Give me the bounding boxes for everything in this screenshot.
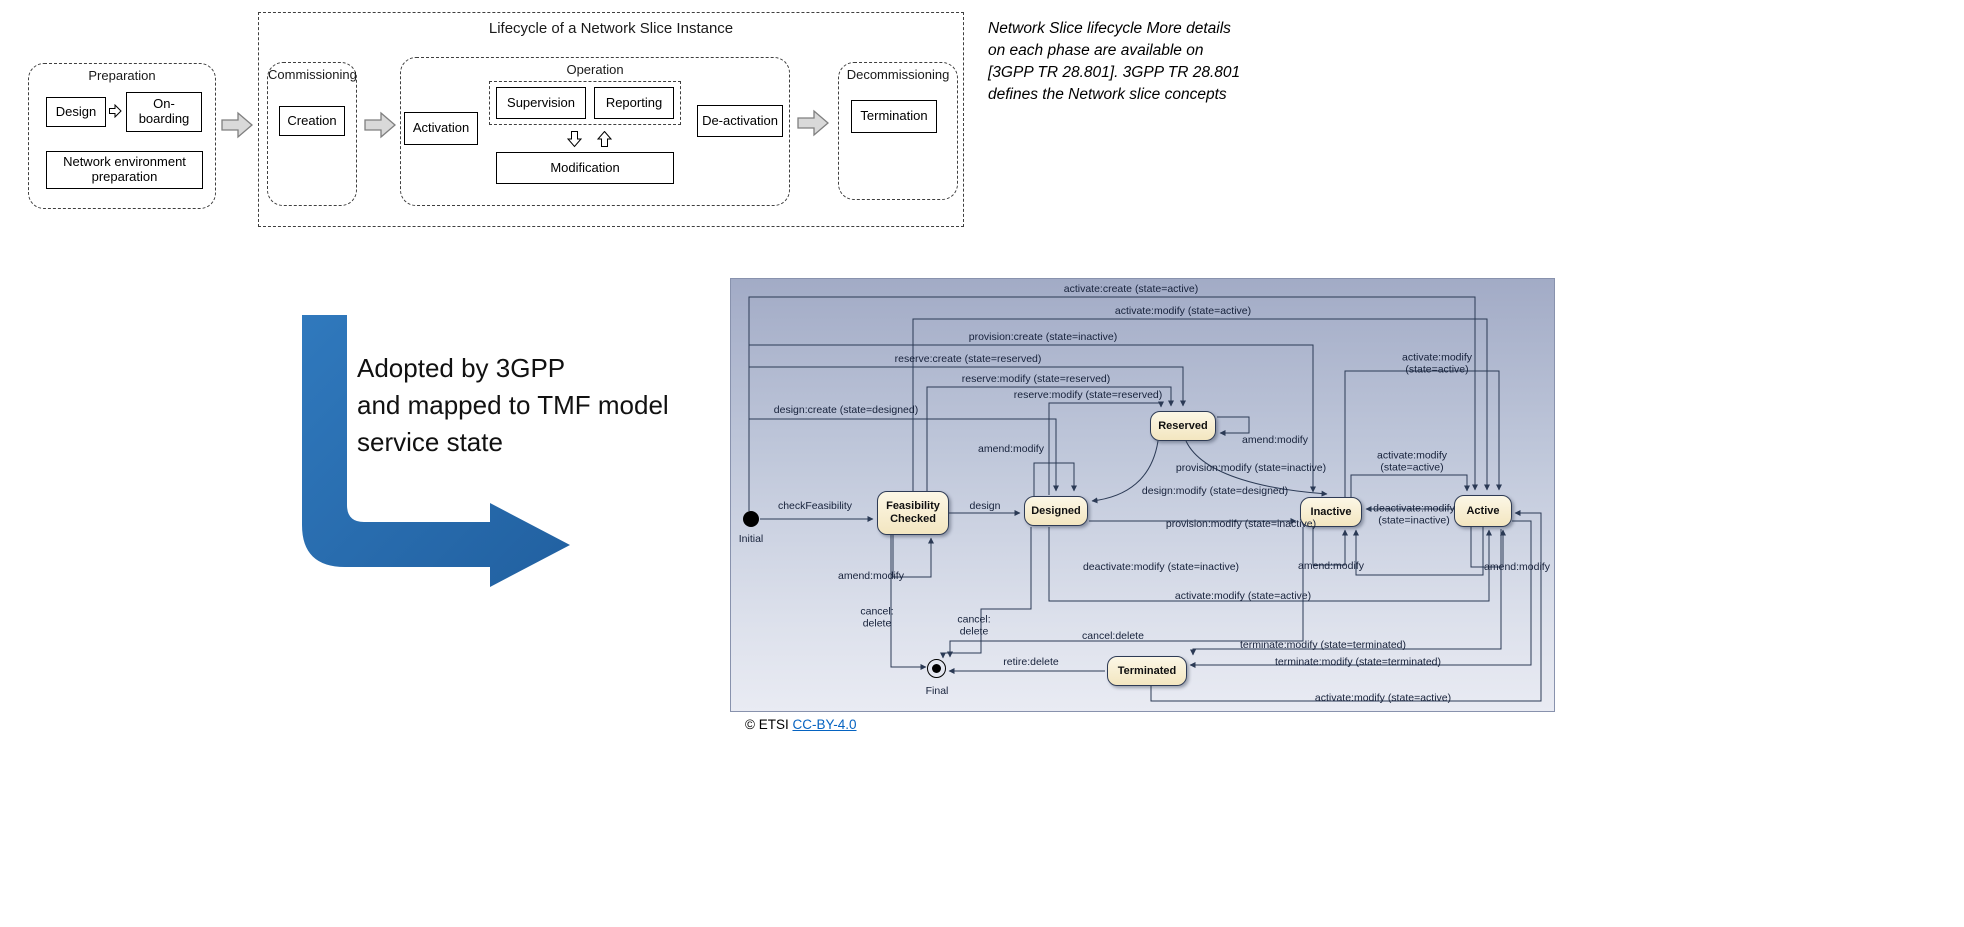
- transition-label: terminate:modify (state=terminated): [1274, 656, 1442, 669]
- preparation-label: Preparation: [88, 68, 156, 83]
- transition-label: cancel: delete: [957, 613, 991, 637]
- big-bent-arrow-icon: [302, 315, 570, 587]
- modification-box: Modification: [496, 152, 674, 184]
- transition-label: provision:modify (state=inactive): [1175, 462, 1327, 475]
- operation-label: Operation: [566, 62, 624, 77]
- supervision-box: Supervision: [496, 87, 586, 119]
- transition-label: activate:modify (state=active): [1174, 590, 1312, 603]
- transition-label: amend:modify: [1298, 560, 1364, 573]
- transition-labels-layer: activate:create (state=active) activate:…: [731, 279, 1554, 711]
- lifecycle-frame: Lifecycle of a Network Slice Instance: [258, 12, 964, 227]
- transition-label: provision:modify (state=inactive): [1165, 518, 1317, 531]
- transition-label: cancel: delete: [860, 605, 894, 629]
- transition-label: activate:create (state=active): [1063, 283, 1199, 296]
- supervision-reporting-frame: [489, 81, 681, 125]
- transition-label: amend:modify: [838, 570, 904, 583]
- state-node: Inactive: [1300, 497, 1362, 527]
- transition-lines: [748, 296, 1542, 702]
- state-machine-diagram: Feasibility Checked Designed Reserved In…: [730, 278, 1555, 712]
- decommissioning-label: Decommissioning: [846, 67, 950, 82]
- lifecycle-title: Lifecycle of a Network Slice Instance: [488, 20, 734, 37]
- state-node: Terminated: [1107, 656, 1187, 686]
- network-env-box: Network environment preparation: [46, 151, 203, 189]
- adoption-text: Adopted by 3GPP and mapped to TMF model …: [357, 353, 669, 457]
- activation-box: Activation: [404, 112, 478, 145]
- etsi-license-link[interactable]: CC-BY-4.0: [792, 717, 857, 732]
- final-state-ring: [927, 659, 946, 678]
- phase-arrow-icon: [364, 111, 396, 139]
- transition-label: reserve:modify (state=reserved): [1013, 389, 1163, 402]
- transition-label: deactivate:modify (state=inactive): [1373, 502, 1455, 526]
- phase-arrow-icon: [797, 109, 829, 137]
- transition-label: provision:create (state=inactive): [968, 331, 1118, 344]
- termination-box: Termination: [851, 100, 937, 133]
- transition-arrows: [748, 296, 1542, 702]
- transition-label: activate:modify (state=active): [1376, 449, 1448, 473]
- transition-label: reserve:modify (state=reserved): [961, 373, 1111, 386]
- transition-label: cancel:delete: [1082, 630, 1144, 643]
- reporting-box: Reporting: [594, 87, 674, 119]
- phase-commissioning: Commissioning: [267, 62, 357, 206]
- footer: © ETSI CC-BY-4.0: [745, 717, 857, 732]
- copyright-text: © ETSI: [745, 717, 789, 732]
- transition-label: terminate:modify (state=terminated): [1239, 639, 1407, 652]
- phase-decommissioning: Decommissioning: [838, 62, 958, 200]
- final-state-core: [932, 664, 941, 673]
- phase-preparation: Preparation: [28, 63, 216, 209]
- transition-label: amend:modify: [1484, 561, 1550, 574]
- phase-operation: Operation: [400, 57, 790, 206]
- state-node: Feasibility Checked: [877, 491, 949, 535]
- transition-label: activate:modify (state=active): [1401, 351, 1473, 375]
- initial-state-dot: [743, 511, 759, 527]
- transition-label: activate:modify (state=active): [1114, 305, 1252, 318]
- transition-label: design: [969, 500, 1001, 513]
- design-box: Design: [46, 97, 106, 127]
- state-nodes-layer: Feasibility Checked Designed Reserved In…: [731, 279, 1554, 711]
- initial-state-label: Initial: [738, 533, 764, 546]
- final-state-label: Final: [925, 685, 949, 698]
- transition-label: activate:modify (state=active): [1314, 692, 1452, 705]
- onboarding-box: On- boarding: [126, 92, 202, 132]
- transition-label: amend:modify: [978, 443, 1044, 456]
- transition-label: checkFeasibility: [777, 500, 853, 513]
- transition-label: design:modify (state=designed): [1141, 485, 1289, 498]
- note-text: Network Slice lifecycle More details on …: [988, 20, 1241, 103]
- commissioning-label: Commissioning: [268, 67, 357, 82]
- down-arrow-icon: [567, 131, 582, 148]
- transition-label: deactivate:modify (state=inactive): [1082, 561, 1240, 574]
- transition-label: retire:delete: [1003, 656, 1059, 669]
- small-arrow-right-icon: [109, 104, 122, 118]
- up-arrow-icon: [597, 131, 612, 147]
- state-node: Designed: [1024, 496, 1088, 526]
- phase-arrow-icon: [221, 111, 253, 139]
- state-node: Active: [1454, 495, 1512, 527]
- deactivation-box: De-activation: [697, 105, 783, 137]
- state-node: Reserved: [1150, 411, 1216, 441]
- creation-box: Creation: [279, 106, 345, 136]
- transition-label: design:create (state=designed): [773, 404, 919, 417]
- transition-label: amend:modify: [1242, 434, 1308, 447]
- transition-label: reserve:create (state=reserved): [894, 353, 1042, 366]
